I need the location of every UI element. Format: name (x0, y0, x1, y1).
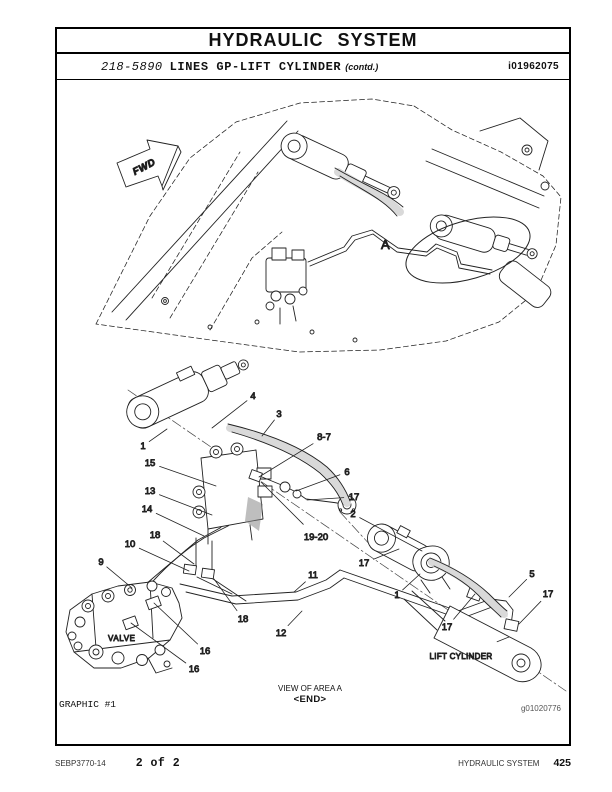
part-number: 218-5890 (101, 59, 163, 74)
info-code: i01962075 (508, 61, 559, 72)
contd-label: (contd.) (345, 61, 379, 72)
doc-number: SEBP3770-14 (55, 759, 106, 768)
view-caption: VIEW OF AREA A <END> (55, 684, 565, 706)
graphic-code: g01020776 (520, 704, 561, 713)
footer: SEBP3770-14 2 of 2 HYDRAULIC SYSTEM 425 (55, 757, 571, 770)
view-caption-end: <END> (293, 694, 327, 705)
footer-section-title: HYDRAULIC SYSTEM (458, 759, 540, 768)
page-frame: HYDRAULIC SYSTEM 218-5890 LINES GP-LIFT … (55, 27, 571, 746)
part-title: LINES GP-LIFT CYLINDER (169, 59, 342, 74)
page-number: 425 (553, 757, 571, 769)
title-bar: HYDRAULIC SYSTEM (57, 29, 569, 54)
page-title: HYDRAULIC SYSTEM (208, 30, 418, 50)
graphic-label: GRAPHIC #1 (59, 699, 117, 710)
subtitle-bar: 218-5890 LINES GP-LIFT CYLINDER (contd.)… (57, 54, 569, 80)
view-caption-line1: VIEW OF AREA A (277, 684, 343, 693)
page-indicator: 2 of 2 (135, 757, 181, 770)
